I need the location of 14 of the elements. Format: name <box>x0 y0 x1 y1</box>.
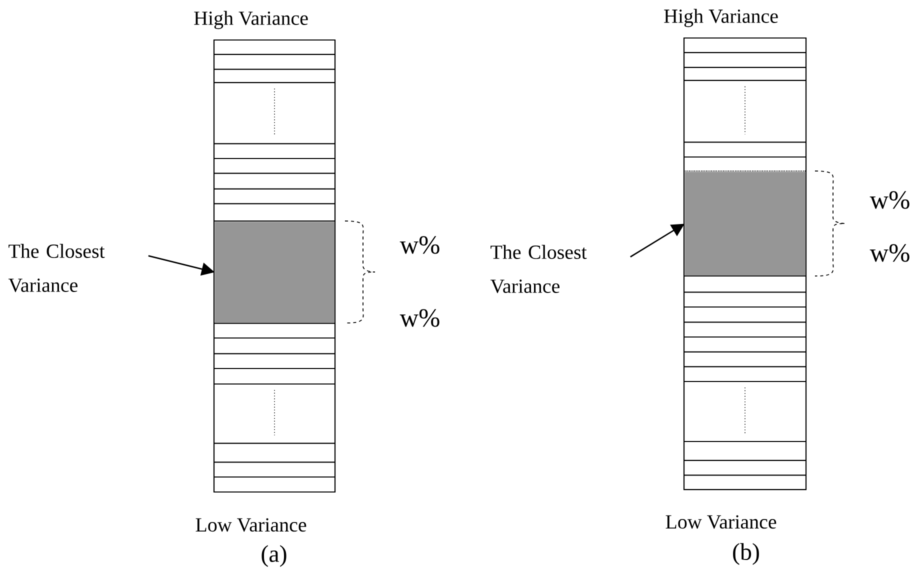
panel-label: (b) <box>733 543 759 565</box>
percent-label: w% <box>870 244 910 262</box>
axis-end-label: High Variance <box>664 8 778 28</box>
percent-label: w% <box>870 191 910 209</box>
percent-label: w% <box>400 309 440 327</box>
node-label: The Closest Variance <box>490 244 587 294</box>
axis-end-label: Low Variance <box>666 515 776 529</box>
axis-end-label: High Variance <box>194 10 308 30</box>
percent-label: w% <box>400 236 440 254</box>
shaded-block <box>684 172 806 276</box>
node-label: The Closest Variance <box>8 244 105 292</box>
panel-label: (a) <box>262 545 286 567</box>
shaded-block <box>214 222 335 323</box>
axis-end-label: Low Variance <box>196 518 306 532</box>
